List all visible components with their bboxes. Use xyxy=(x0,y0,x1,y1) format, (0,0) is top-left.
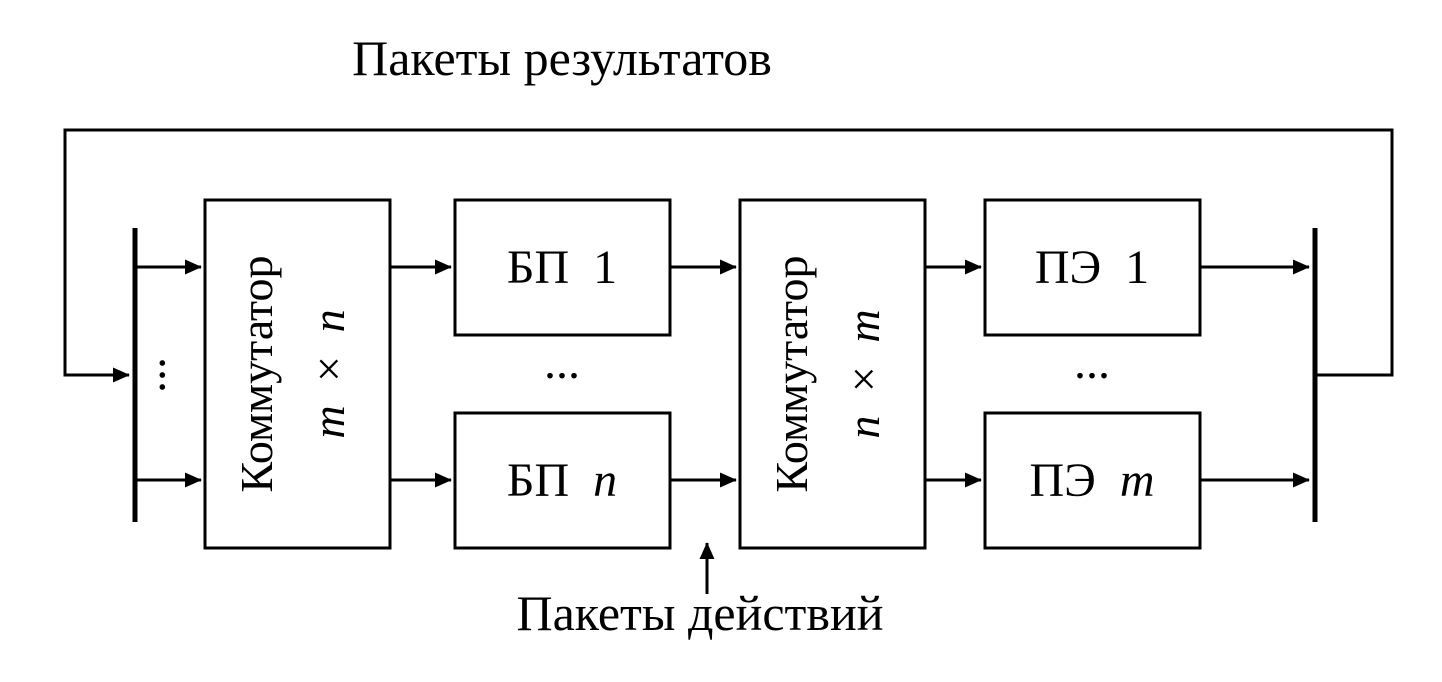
bp1-label: БП 1 xyxy=(507,241,617,294)
ellipsis-bp-column: ... xyxy=(544,336,580,389)
bp1-prefix: БП xyxy=(507,241,569,294)
action-packets-label: Пакеты действий xyxy=(516,585,883,641)
commutator-mn-size-times: × xyxy=(303,356,354,382)
bp1-box xyxy=(453,198,672,337)
pem-label: ПЭ m xyxy=(1029,454,1154,507)
commutator-nm-size-m: m xyxy=(838,309,889,342)
bpn-label: БП n xyxy=(507,454,617,507)
commutator-mn-size-m: m xyxy=(303,405,354,438)
pe1-prefix: ПЭ xyxy=(1035,241,1101,294)
bpn-index: n xyxy=(593,454,617,507)
commutator-nm-box xyxy=(738,198,927,550)
pe1-box xyxy=(983,198,1202,337)
commutator-mn-name: Коммутатор xyxy=(231,255,282,492)
commutator-mn-size: m × n xyxy=(303,309,354,438)
pe1-label: ПЭ 1 xyxy=(1035,241,1149,294)
pem-index: m xyxy=(1120,454,1155,507)
bpn-prefix: БП xyxy=(507,454,569,507)
commutator-nm-size-times: × xyxy=(838,366,889,392)
ellipsis-pe-column: ... xyxy=(1074,336,1110,389)
feedback-loop-line xyxy=(63,128,1394,383)
pe1-index: 1 xyxy=(1125,241,1149,294)
bpn-box xyxy=(453,411,672,550)
commutator-mn-box xyxy=(203,198,392,550)
pem-prefix: ПЭ xyxy=(1029,454,1095,507)
ellipsis-input-bus: ... xyxy=(149,357,202,393)
commutator-nm-size-n: n xyxy=(838,416,889,439)
diagram-title: Пакеты результатов xyxy=(352,30,772,86)
commutator-nm-name: Коммутатор xyxy=(766,255,817,492)
pem-box xyxy=(983,411,1202,550)
commutator-nm-size: n × m xyxy=(838,309,889,438)
bp1-index: 1 xyxy=(593,241,617,294)
commutator-mn-size-n: n xyxy=(303,309,354,332)
